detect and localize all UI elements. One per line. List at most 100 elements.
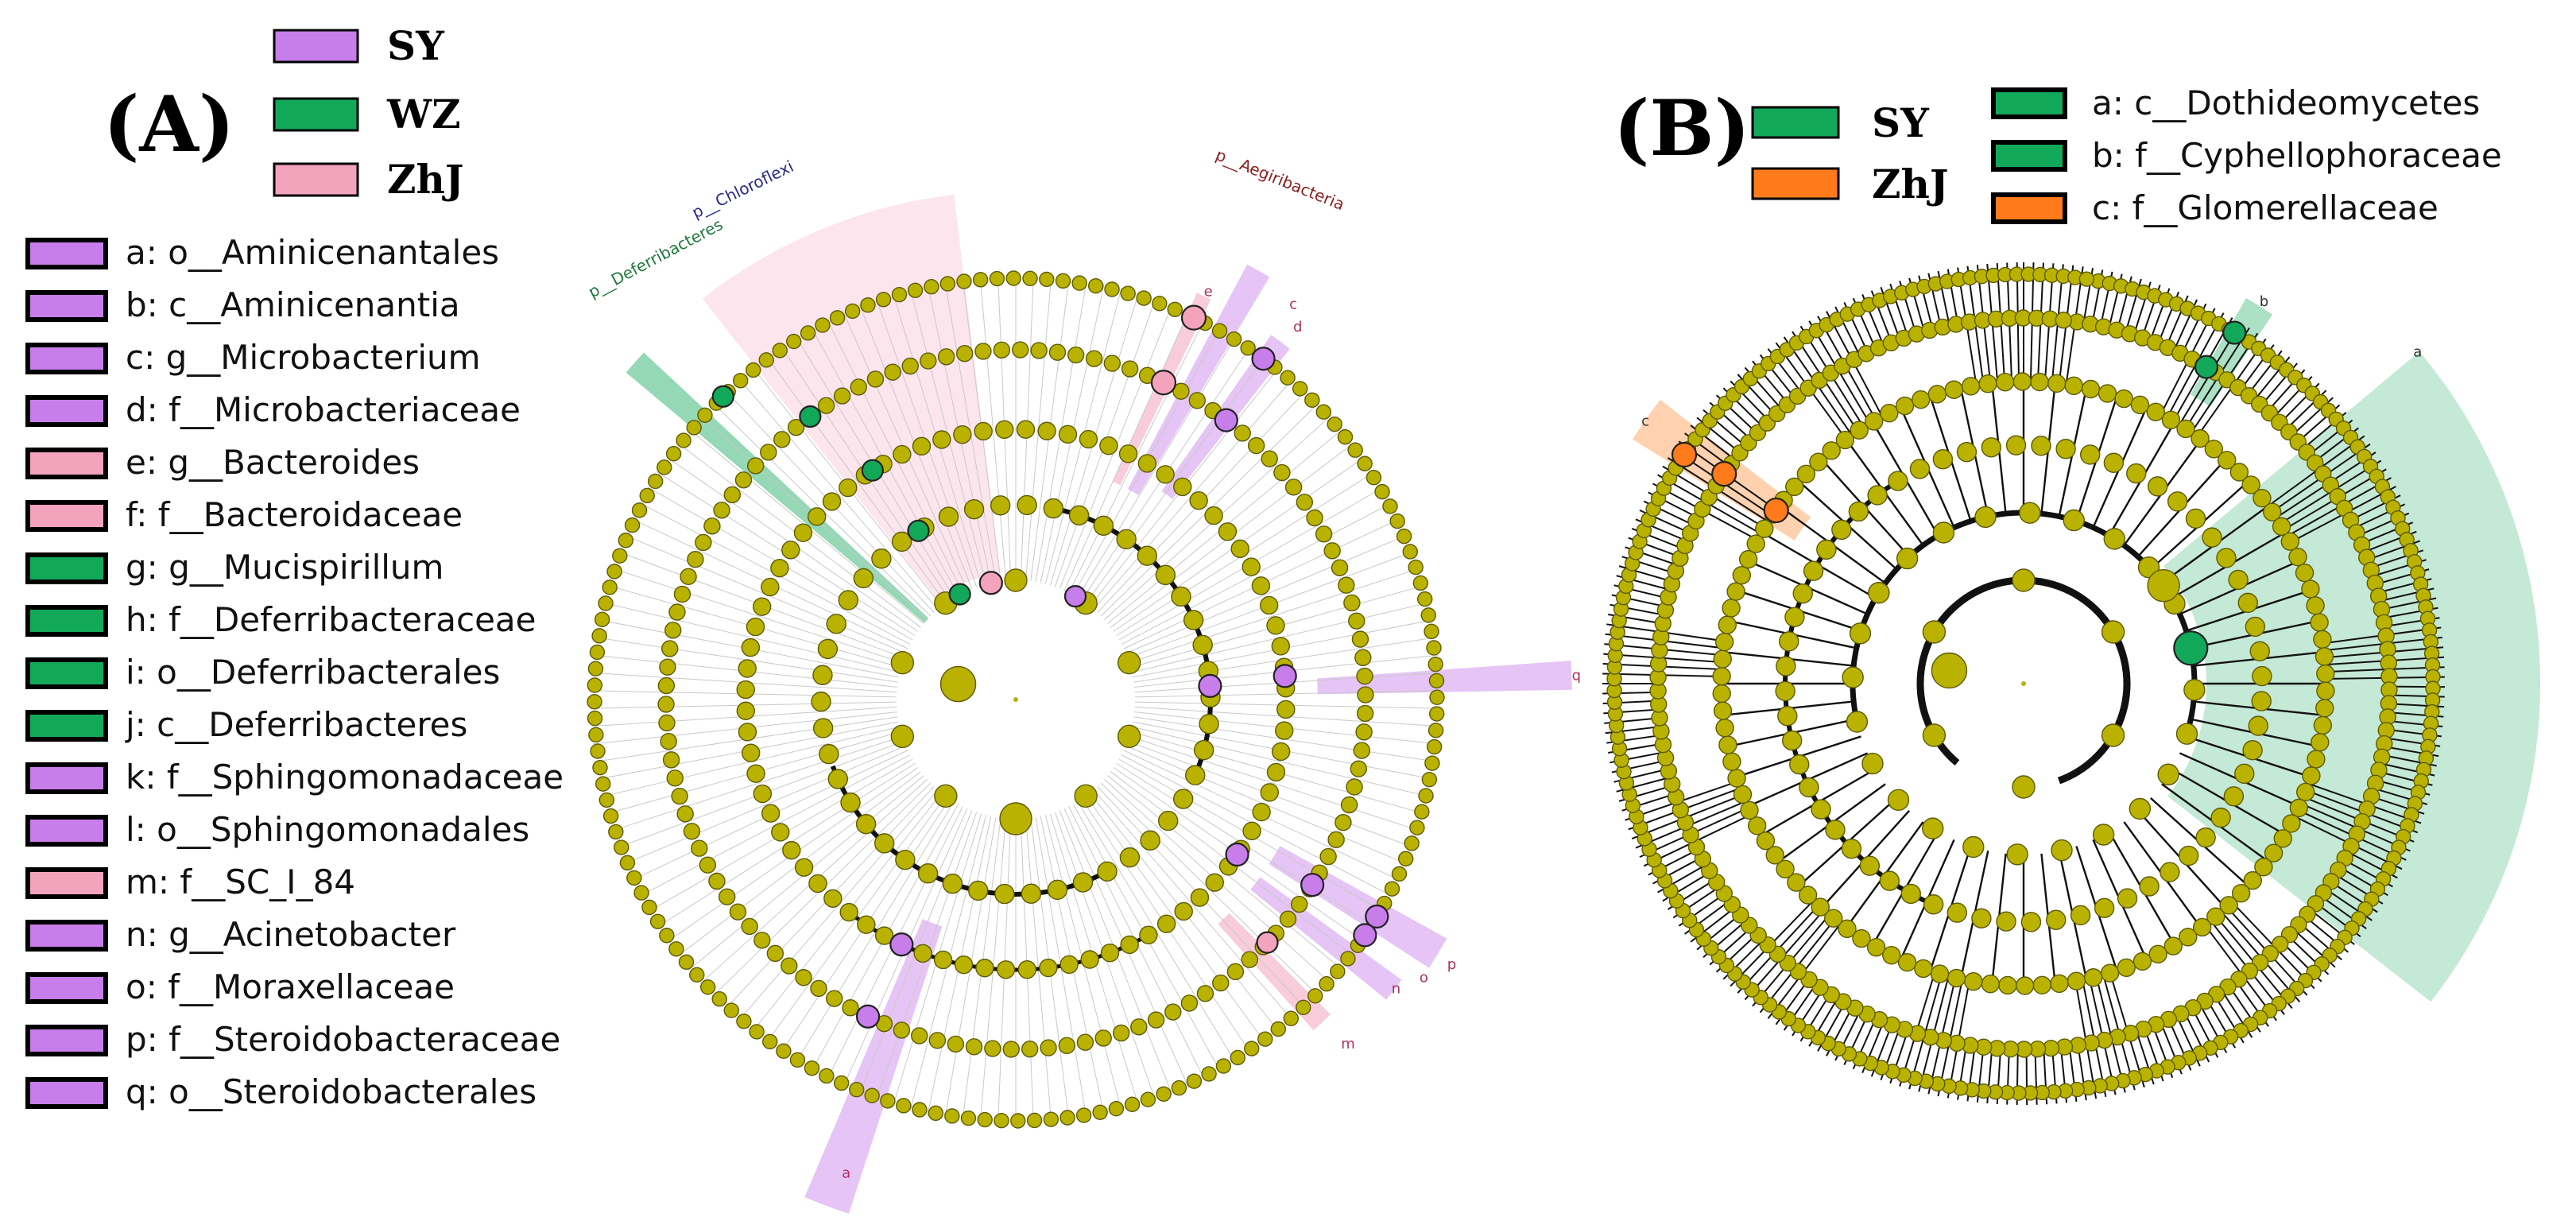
sector-letter-c: c [1289, 297, 1297, 313]
tree-node [1408, 559, 1424, 576]
tree-node [760, 444, 777, 461]
tree-node [819, 743, 839, 765]
clade-label-chloroflexi: p__Chloroflexi [689, 157, 797, 223]
tree-node [713, 502, 730, 519]
tree-node [668, 603, 686, 621]
tree-node [1079, 429, 1098, 449]
tree-node [1962, 835, 1985, 859]
tree-node [2288, 547, 2307, 567]
tree-node [1204, 506, 1223, 525]
tree-node [1242, 557, 1261, 576]
tree-node [1426, 738, 1443, 755]
tree-node [1108, 1101, 1125, 1117]
branch-line [738, 377, 939, 610]
tree-node [1152, 296, 1168, 312]
tree-node [1103, 355, 1121, 372]
tree-node [1932, 521, 1955, 544]
tree-node [1428, 706, 1445, 722]
branch-line [1085, 796, 1266, 1045]
tree-node [786, 333, 802, 350]
branch-line [1131, 726, 1430, 797]
tree-node [1412, 575, 1429, 591]
tree-node [746, 457, 765, 475]
key-swatch [25, 710, 108, 742]
tree-node [2130, 395, 2150, 415]
tree-node [1323, 542, 1341, 560]
tree-node [1139, 925, 1158, 944]
tree-node [1012, 341, 1029, 359]
tree-node [1167, 301, 1183, 317]
tree-node [812, 718, 834, 738]
node-wz [799, 405, 822, 428]
tree-node [890, 650, 915, 675]
tree-node [697, 407, 713, 423]
node-sy [2194, 355, 2219, 379]
tree-node [1100, 943, 1120, 963]
tree-node [1043, 1111, 1059, 1127]
tree-node [937, 348, 955, 366]
tree-node [671, 787, 688, 805]
tree-node [1932, 449, 1954, 470]
sector-letter-p: p [1447, 956, 1456, 973]
tree-node [972, 272, 989, 288]
key-swatch [1991, 192, 2067, 224]
tree-node [1784, 607, 1805, 628]
sector-letter-e: e [1204, 283, 1213, 300]
tree-node [933, 950, 953, 970]
tree-node [1971, 908, 1992, 928]
tree-node [749, 1024, 765, 1040]
tree-node [2094, 897, 2115, 918]
tree-node [1391, 866, 1408, 882]
tree-node [1354, 649, 1372, 666]
tree-node [1068, 505, 1090, 525]
legend-swatch-zhj-b [1751, 167, 1840, 200]
tree-node [676, 805, 694, 823]
tree-node [822, 492, 842, 511]
tree-node [2064, 376, 2083, 395]
tree-node [1789, 754, 1810, 775]
tree-node [1811, 897, 1830, 917]
node-zhj [1256, 931, 1279, 954]
tree-node [2202, 527, 2222, 548]
tree-node [741, 917, 758, 936]
tree-node [1337, 429, 1354, 445]
tree-node [2195, 827, 2216, 848]
tree-node [974, 343, 992, 360]
tree-node [1852, 928, 1871, 948]
tree-node [1722, 599, 1741, 618]
key-label: i: o__Deferribacterales [126, 653, 500, 692]
tree-node [1137, 454, 1157, 473]
tree-node [687, 550, 704, 568]
tree-node [1085, 350, 1103, 367]
node-sy [2222, 320, 2247, 345]
tree-node [591, 628, 607, 644]
tree-node [995, 420, 1014, 439]
key-label: m: f__SC_I_84 [126, 862, 355, 901]
tree-node [850, 378, 867, 396]
tree-node [2132, 952, 2152, 971]
tree-node [789, 1052, 806, 1068]
tree-node [766, 944, 784, 963]
tree-node [1740, 800, 1759, 820]
node-zhj [978, 571, 1003, 595]
tree-node [1185, 765, 1206, 785]
key-label: k: f__Sphingomonadaceae [126, 758, 564, 797]
tree-node [1201, 1066, 1217, 1082]
tree-node [1071, 275, 1087, 291]
tree-node [1713, 701, 1733, 720]
tree-node [2216, 548, 2237, 568]
tree-node [1732, 565, 1752, 585]
tree-node [1048, 343, 1067, 361]
tree-node [2264, 843, 2284, 862]
tree-node [827, 769, 849, 789]
tree-node [840, 792, 861, 813]
root-node [2021, 681, 2026, 686]
tree-node [1796, 464, 1816, 484]
tree-node [795, 969, 812, 986]
tree-node [1058, 424, 1078, 444]
tree-node [1896, 547, 1919, 570]
branch-line [979, 275, 1006, 581]
tree-node [1930, 964, 1950, 983]
